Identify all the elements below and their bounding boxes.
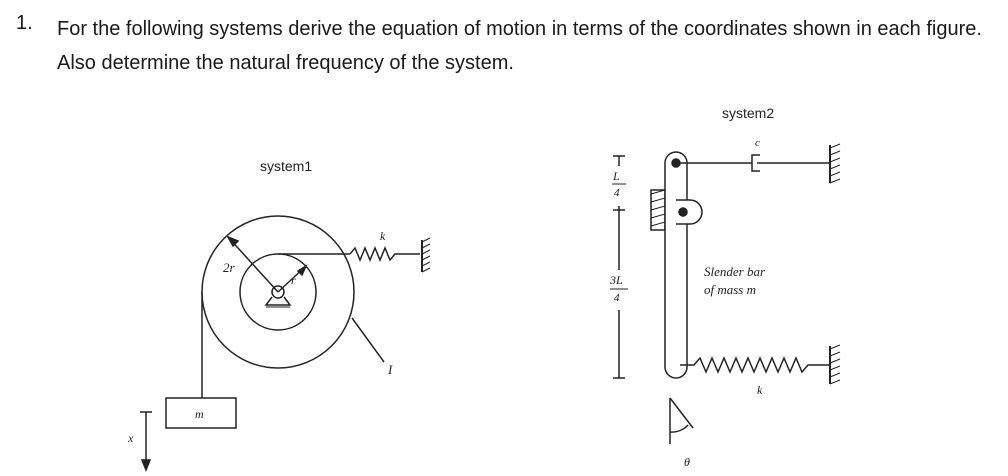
system1-figure: system1 2r r k: [127, 158, 431, 473]
damper-label: c: [755, 137, 760, 149]
top-length-denominator: 4: [614, 187, 620, 199]
theta-label: θ: [684, 455, 690, 469]
spring-wall: [421, 237, 431, 273]
coordinate-x-label: x: [127, 431, 134, 445]
outer-radius-label: 2r: [223, 260, 236, 275]
bar-top-pin: [671, 158, 681, 168]
pivot-support: [264, 285, 292, 308]
bottom-spring: [680, 356, 830, 374]
bar-label-line2: of mass m: [704, 282, 756, 297]
length-dimension: [610, 155, 628, 379]
top-length-numerator: L: [612, 169, 620, 183]
inner-radius-label: r: [291, 273, 296, 287]
spring-label: k: [380, 229, 386, 243]
pivot-pin: [678, 207, 688, 217]
damper-cylinder: [751, 154, 760, 172]
bottom-spring-label: k: [757, 383, 763, 397]
bottom-length-denominator: 4: [614, 292, 620, 304]
mass-block: [165, 397, 237, 429]
system2-figure: system2 L 4 3L 4: [609, 105, 841, 469]
spring-k: [349, 246, 420, 262]
theta-angle-indicator: [669, 397, 694, 444]
pivot-wall: [650, 189, 666, 231]
problem-statement: For the following systems derive the equ…: [57, 18, 982, 74]
bar-label-line1: Slender bar: [704, 264, 766, 279]
bottom-length-numerator: 3L: [609, 273, 623, 287]
spring-wall-2: [829, 344, 841, 385]
inertia-label: I: [387, 362, 393, 377]
outer-radius-arrow: [227, 236, 279, 293]
inertia-leader: [351, 317, 385, 363]
system1-title: system1: [260, 158, 312, 174]
system2-title: system2: [722, 105, 774, 121]
pivot-bracket: [676, 199, 703, 225]
mass-label: m: [195, 407, 204, 421]
damper-wall: [829, 143, 841, 184]
problem-number: 1.: [16, 12, 33, 34]
slender-bar: [664, 151, 688, 379]
